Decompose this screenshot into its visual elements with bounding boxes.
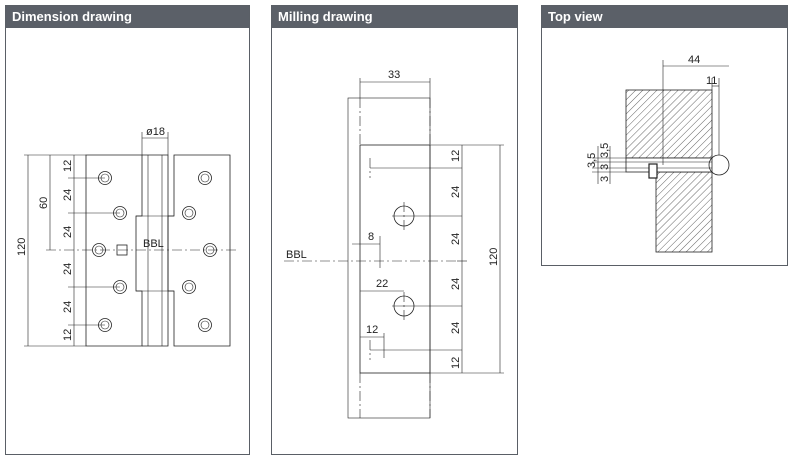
milling-drawing-panel: Milling drawing 33 BBL 8 22 <box>271 5 518 455</box>
top-view-title: Top view <box>542 6 787 28</box>
dim-segment-3: 24 <box>450 233 462 245</box>
half-height-label: 60 <box>38 197 50 209</box>
thickness-3-b: 3 <box>599 176 611 182</box>
pin-diameter-label: ø18 <box>146 126 165 138</box>
total-height-label: 120 <box>488 248 500 266</box>
dim-segment-6: 12 <box>450 357 462 369</box>
milling-pocket <box>359 144 431 374</box>
door-leaf-section <box>655 171 713 253</box>
dim-segment-5: 24 <box>450 322 462 334</box>
dim-segment-4: 24 <box>62 263 74 275</box>
screw-hole <box>182 206 196 220</box>
milling-drawing-title: Milling drawing <box>272 6 517 28</box>
top-view-figure: 44 11 3,5 3,5 3 3 <box>586 54 730 253</box>
bbl-label: BBL <box>143 238 164 250</box>
dimension-drawing-title: Dimension drawing <box>6 6 249 28</box>
screw-hole <box>198 318 212 332</box>
dim-segment-4: 24 <box>450 278 462 290</box>
screw-hole <box>198 171 212 185</box>
screw-hole <box>182 280 196 294</box>
dim-segment-6: 12 <box>62 329 74 341</box>
pocket-width-label: 33 <box>388 69 400 81</box>
dim-segment-1: 12 <box>62 160 74 172</box>
offset-22-label: 22 <box>376 278 388 290</box>
bbl-label: BBL <box>286 249 307 261</box>
right-hinge-leaf <box>167 154 231 347</box>
thickness-3-5-a: 3,5 <box>586 153 598 168</box>
hinge-pin-clip <box>648 163 658 179</box>
thickness-3-a: 3 <box>599 164 611 170</box>
dim-segment-2: 24 <box>450 186 462 198</box>
hinge-knuckle <box>142 154 169 347</box>
offset-12-label: 12 <box>366 324 378 336</box>
dim-segment-3: 24 <box>62 226 74 238</box>
offset-8-label: 8 <box>368 231 374 243</box>
left-hinge-leaf <box>85 154 143 347</box>
milling-drawing-figure: 33 BBL 8 22 12 120 12 24 24 24 <box>284 69 504 419</box>
dimension-drawing-panel: Dimension drawing ø18 <box>5 5 250 455</box>
width-11-label: 11 <box>706 75 717 87</box>
dim-segment-2: 24 <box>62 189 74 201</box>
thickness-3-5-b: 3,5 <box>599 143 611 158</box>
dimension-drawing-figure: ø18 BBL 120 60 12 24 24 24 24 12 <box>16 126 238 347</box>
bbl-marker <box>116 244 128 256</box>
dim-segment-1: 12 <box>450 150 462 162</box>
width-44-label: 44 <box>688 54 700 66</box>
top-view-panel: Top view 44 11 3,5 3,5 3 3 <box>541 5 788 266</box>
total-height-label: 120 <box>16 238 28 256</box>
hinge-leaf-section <box>625 157 713 173</box>
dim-segment-5: 24 <box>62 301 74 313</box>
door-frame-section <box>625 89 713 159</box>
